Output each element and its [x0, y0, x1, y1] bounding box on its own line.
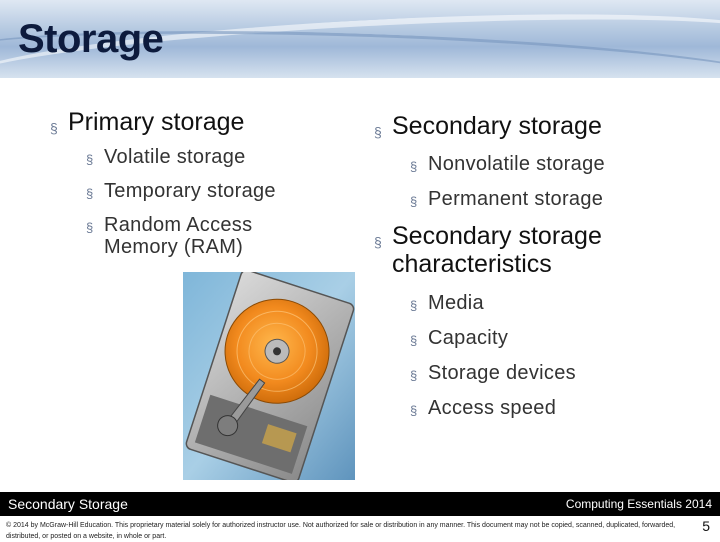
item-nonvolatile-storage: Nonvolatile storage: [428, 153, 605, 175]
slide-title: Storage: [18, 17, 164, 61]
bullet-nonvolatile: § Nonvolatile storage: [410, 153, 704, 175]
bullet-icon: §: [410, 403, 418, 418]
item-storage-devices: Storage devices: [428, 362, 576, 384]
bullet-media: § Media: [410, 292, 704, 314]
heading-primary-storage: Primary storage: [68, 108, 245, 136]
secondary-storage-column: § Secondary storage § Nonvolatile storag…: [374, 112, 704, 419]
page-number: 5: [702, 518, 710, 534]
heading-secondary-storage: Secondary storage: [392, 112, 602, 140]
bullet-icon: §: [86, 152, 94, 167]
bullet-icon: §: [410, 333, 418, 348]
bullet-secondary-storage: § Secondary storage: [374, 112, 704, 140]
bullet-ram: § Random Access Memory (RAM): [86, 214, 294, 258]
bullet-capacity: § Capacity: [410, 327, 704, 349]
footer-section-title: Secondary Storage: [8, 496, 128, 512]
bullet-icon: §: [374, 124, 382, 140]
bullet-icon: §: [410, 368, 418, 383]
item-volatile-storage: Volatile storage: [104, 146, 246, 168]
bullet-temporary: § Temporary storage: [86, 180, 350, 202]
heading-secondary-characteristics: Secondary storage characteristics: [392, 222, 602, 278]
bullet-primary-storage: § Primary storage: [50, 108, 350, 136]
copyright-notice: © 2014 by McGraw-Hill Education. This pr…: [6, 522, 676, 540]
bullet-storage-devices: § Storage devices: [410, 362, 704, 384]
bullet-icon: §: [86, 186, 94, 201]
bullet-icon: §: [86, 220, 94, 235]
item-access-speed: Access speed: [428, 397, 557, 419]
bullet-secondary-characteristics: § Secondary storage characteristics: [374, 222, 652, 278]
bullet-access-speed: § Access speed: [410, 397, 704, 419]
footer-book-title: Computing Essentials 2014: [565, 497, 712, 511]
bullet-icon: §: [410, 298, 418, 313]
primary-storage-column: § Primary storage § Volatile storage § T…: [50, 108, 350, 258]
bullet-permanent: § Permanent storage: [410, 188, 704, 210]
bullet-icon: §: [50, 120, 58, 136]
bullet-icon: §: [374, 234, 382, 250]
item-ram: Random Access Memory (RAM): [104, 214, 253, 258]
item-media: Media: [428, 292, 484, 314]
title-bar: Storage: [0, 0, 720, 78]
footer-bar: Secondary Storage Computing Essentials 2…: [0, 492, 720, 516]
bullet-icon: §: [410, 159, 418, 174]
item-permanent-storage: Permanent storage: [428, 188, 604, 210]
item-capacity: Capacity: [428, 327, 509, 349]
item-temporary-storage: Temporary storage: [104, 180, 276, 202]
bullet-volatile: § Volatile storage: [86, 146, 350, 168]
hard-drive-image: [183, 269, 355, 484]
hard-drive-illustration: [183, 269, 355, 484]
bullet-icon: §: [410, 194, 418, 209]
